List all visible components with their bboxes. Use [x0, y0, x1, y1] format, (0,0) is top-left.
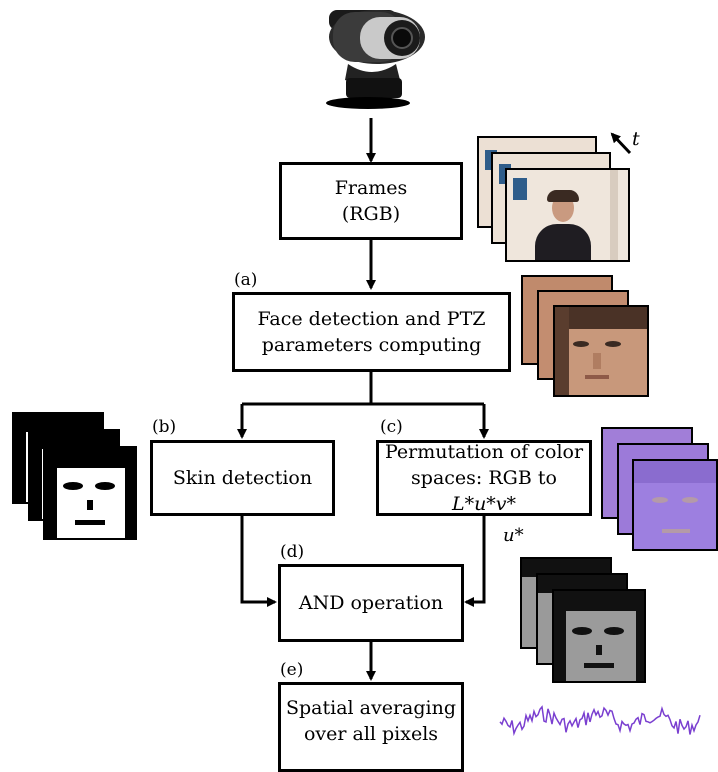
u-channel-label: u* [503, 525, 524, 546]
frames-box: Frames (RGB) [279, 162, 463, 240]
and-operation-box: AND operation [278, 564, 464, 642]
step-tag-b: (b) [152, 417, 177, 437]
permutation-box: Permutation of color spaces: RGB to L*u*… [376, 440, 592, 516]
face-detection-box: Face detection and PTZ parameters comput… [232, 292, 511, 372]
time-arrow [610, 132, 632, 155]
skin-detection-box: Skin detection [150, 440, 335, 516]
frames-box-title: Frames [334, 177, 408, 199]
and-operation-label: AND operation [298, 592, 444, 614]
spatial-averaging-box: Spatial averaging over all pixels [278, 682, 464, 772]
face-detection-line1: Face detection and PTZ [257, 308, 486, 330]
arrow-perm-to-and [464, 514, 486, 607]
skin-detection-label: Skin detection [172, 467, 313, 489]
luv-label: L*u*v* [451, 493, 517, 515]
permutation-line2-prefix: spaces: RGB to [411, 467, 557, 489]
step-tag-c: (c) [380, 417, 403, 437]
step-tag-a: (a) [234, 270, 258, 290]
spatial-averaging-line2: over all pixels [303, 723, 439, 745]
time-label: t [632, 128, 640, 150]
spatial-averaging-line1: Spatial averaging [285, 697, 457, 719]
step-tag-e: (e) [280, 660, 304, 680]
step-tag-d: (d) [280, 542, 305, 562]
permutation-line2: spaces: RGB to L*u*v* [379, 465, 589, 517]
arrow-skin-to-and [240, 514, 277, 607]
face-detection-line2: parameters computing [261, 334, 482, 356]
frames-box-subtitle: (RGB) [341, 203, 401, 225]
permutation-line1: Permutation of color [384, 441, 584, 463]
